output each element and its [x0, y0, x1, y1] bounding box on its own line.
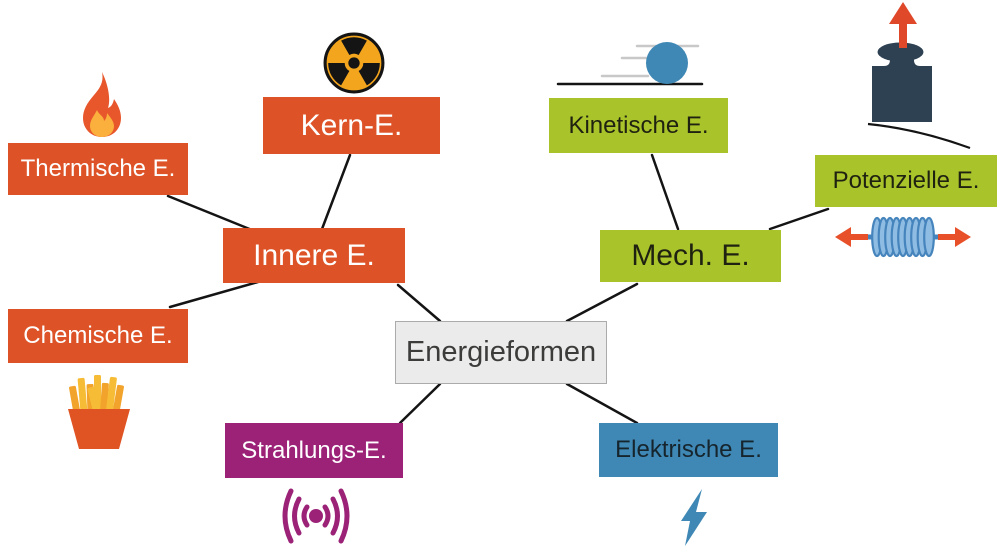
rolling-ball-icon	[556, 42, 704, 86]
flame-icon	[83, 72, 121, 137]
node-kern-label: Kern-E.	[300, 108, 403, 142]
node-chemische: Chemische E.	[8, 309, 188, 363]
node-strahlungs: Strahlungs-E.	[225, 423, 403, 478]
node-mech: Mech. E.	[600, 230, 781, 282]
node-chemische-label: Chemische E.	[23, 322, 173, 349]
node-thermische: Thermische E.	[8, 143, 188, 195]
radiation-icon	[323, 32, 385, 94]
edge-mech-center	[565, 282, 639, 323]
node-innere: Innere E.	[223, 228, 405, 283]
fries-icon	[68, 375, 130, 449]
node-thermische-label: Thermische E.	[20, 155, 176, 182]
edge-kinetische-mech	[650, 153, 680, 231]
edge-center-strahlungs	[398, 382, 442, 425]
radio-waves-icon	[282, 488, 350, 544]
node-energieformen: Energieformen	[395, 321, 607, 384]
node-potenzielle: Potenzielle E.	[815, 155, 997, 207]
edge-innere-center	[396, 283, 442, 323]
edge-chemische-innere	[168, 280, 260, 309]
node-innere-label: Innere E.	[253, 238, 375, 272]
edge-center-elektrische	[565, 382, 639, 425]
node-elektrische: Elektrische E.	[599, 423, 778, 477]
spring-icon	[835, 216, 971, 258]
node-kinetische: Kinetische E.	[549, 98, 728, 153]
node-elektrische-label: Elektrische E.	[615, 436, 762, 463]
edge-kern-innere	[320, 153, 352, 231]
node-kern: Kern-E.	[263, 97, 440, 154]
edge-potenzielle-mech	[768, 207, 830, 231]
node-strahlungs-label: Strahlungs-E.	[241, 436, 387, 464]
node-mech-label: Mech. E.	[631, 239, 750, 272]
weight-lift-icon	[867, 2, 971, 150]
lightning-icon	[681, 489, 707, 546]
node-potenzielle-label: Potenzielle E.	[832, 167, 980, 194]
node-kinetische-label: Kinetische E.	[568, 111, 709, 139]
node-energieformen-label: Energieformen	[405, 336, 597, 368]
edge-thermische-innere	[166, 194, 254, 232]
